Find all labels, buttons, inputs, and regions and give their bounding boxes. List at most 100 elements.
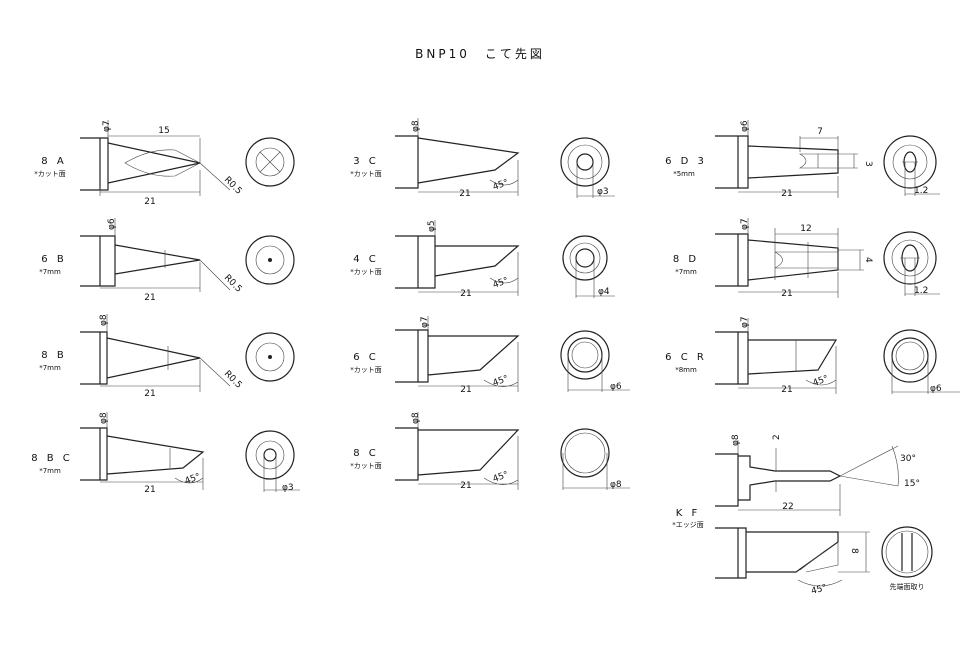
tip-side-view <box>80 235 201 287</box>
cut-face-outline <box>124 149 201 177</box>
tip-code: 8 A <box>41 156 66 167</box>
side-dimension: 3 <box>863 161 873 167</box>
dimension-lines <box>738 218 864 298</box>
angle-label: 45° <box>492 470 510 485</box>
tip-side-view <box>715 135 839 189</box>
edge-angle-lines <box>839 445 899 487</box>
dimension-lines <box>797 531 870 587</box>
tip-code: 6 C <box>353 352 379 363</box>
angle-label: 45° <box>810 583 828 597</box>
phi-label: φ8 <box>731 434 741 446</box>
tip-note: *カット面 <box>34 170 66 178</box>
angle-label: 45° <box>492 374 510 389</box>
length-dimension: 21 <box>460 385 471 395</box>
tip-side-view <box>395 135 520 189</box>
tip-end-view <box>883 231 940 296</box>
tip-code: 8 D <box>673 254 699 265</box>
tip-end-view <box>883 135 940 196</box>
end-diameter: φ4 <box>598 287 610 297</box>
length-dimension: 21 <box>459 189 470 199</box>
dimension-lines <box>417 118 519 196</box>
dimension-lines <box>417 412 519 490</box>
tip-6cr: 6 C R *8mm φ7 21 45° φ6 <box>665 316 960 395</box>
edge-bevel <box>799 542 839 573</box>
blade-flat <box>774 240 839 280</box>
radius-label: R0.5 <box>222 273 244 295</box>
tip-code: K F <box>676 508 701 519</box>
tip-8bc: 8 B C *7mm φ8 21 45° φ3 <box>31 412 300 495</box>
tip-note: *7mm <box>39 364 61 372</box>
end-label: 先端面取り <box>890 582 925 591</box>
side-dimension: 8 <box>849 548 859 554</box>
end-diameter: φ8 <box>610 480 622 490</box>
tip-8c: 8 C *カット面 φ8 21 45° φ8 <box>350 412 630 491</box>
radius-label: R0.5 <box>222 369 244 391</box>
tip-6d3: 6 D 3 *5mm φ6 7 3 21 1.2 <box>665 120 940 199</box>
tip-side-view <box>80 331 201 385</box>
tip-note: *カット面 <box>350 462 382 470</box>
tip-end-view <box>881 526 933 578</box>
top-dimension: 15 <box>158 126 169 136</box>
phi-label: φ7 <box>102 120 112 132</box>
phi-label: φ5 <box>427 220 437 232</box>
end-dimension: 1.2 <box>914 286 928 296</box>
tip-side-view <box>395 427 520 481</box>
phi-label: φ6 <box>107 218 117 230</box>
angle-label: 45° <box>812 374 830 389</box>
end-diameter: φ3 <box>597 187 609 197</box>
tip-code: 8 B <box>41 350 66 361</box>
phi-label: φ7 <box>420 316 430 328</box>
angle-label: 45° <box>184 472 202 487</box>
top-dimension: 12 <box>800 224 811 234</box>
length-dimension: 21 <box>781 385 792 395</box>
tip-code: 8 C <box>353 448 379 459</box>
tip-code: 6 D 3 <box>665 156 707 167</box>
phi-label: φ8 <box>411 120 421 132</box>
dimension-lines <box>738 120 858 198</box>
tip-side-view <box>715 331 838 385</box>
tip-code: 6 B <box>41 254 66 265</box>
angle-a-label: 30° <box>900 454 916 464</box>
tip-note: *7mm <box>39 268 61 276</box>
dimension-lines <box>738 318 837 394</box>
dimension-lines <box>737 440 841 516</box>
dimension-lines <box>99 120 231 196</box>
phi-label: φ8 <box>99 314 109 326</box>
tip-side-view <box>395 329 520 383</box>
tip-end-view <box>560 330 630 392</box>
end-diameter: φ3 <box>282 483 294 493</box>
blade-flat <box>798 153 839 169</box>
dimension-lines <box>100 218 231 292</box>
tip-end-view <box>560 137 615 198</box>
tip-note: *エッジ面 <box>672 521 704 529</box>
tip-code: 4 C <box>353 254 379 265</box>
sheet-title: BNP10 こて先図 <box>415 47 545 61</box>
end-dimension: 1.2 <box>914 186 928 196</box>
length-dimension: 21 <box>144 293 155 303</box>
tip-code: 6 C R <box>665 352 707 363</box>
angle-b-label: 15° <box>904 479 920 489</box>
tip-4c: 4 C *カット面 φ5 21 45° φ4 <box>350 220 615 299</box>
tip-code: 8 B C <box>31 453 73 464</box>
tip-note: *7mm <box>675 268 697 276</box>
phi-label: φ7 <box>740 218 750 230</box>
tip-end-view <box>560 428 630 490</box>
length-dimension: 21 <box>144 197 155 207</box>
tip-side-view <box>80 427 205 481</box>
length-dimension: 21 <box>460 289 471 299</box>
tip-note: *7mm <box>39 467 61 475</box>
tip-code: 3 C <box>353 156 379 167</box>
tip-8a: 8 A *カット面 φ7 15 21 R0.5 <box>34 120 295 207</box>
phi-label: φ6 <box>740 120 750 132</box>
tip-side-view <box>715 233 839 287</box>
tip-note: *8mm <box>675 366 697 374</box>
angle-label: 45° <box>492 178 510 193</box>
side-dimension: 4 <box>863 257 873 263</box>
tip-8b: 8 B *7mm φ8 21 R0.5 <box>39 314 295 399</box>
length-dimension: 22 <box>782 502 793 512</box>
angle-label: 45° <box>492 276 510 291</box>
tip-kf: K F *エッジ面 φ8 2 30° 15° 22 8 45° 先端面取り <box>672 434 933 597</box>
tip-6b: 6 B *7mm φ6 21 R0.5 <box>39 218 295 303</box>
tip-note: *5mm <box>673 170 695 178</box>
